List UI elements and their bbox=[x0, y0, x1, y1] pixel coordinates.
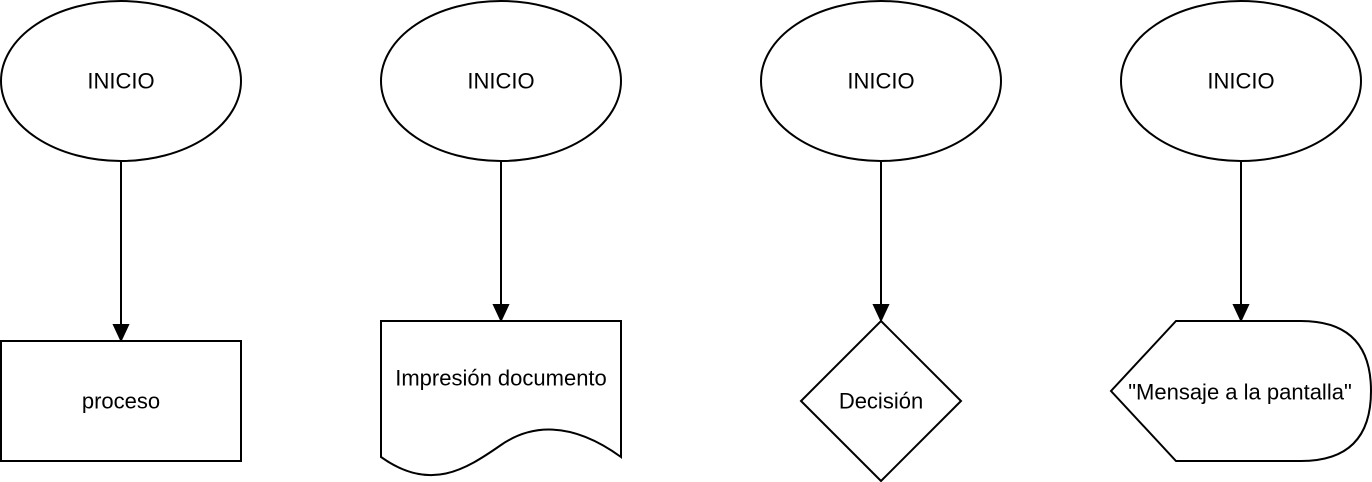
process-node[interactable]: proceso bbox=[0, 340, 242, 462]
arrowhead-3 bbox=[872, 304, 890, 323]
edge-start1-to-process bbox=[112, 161, 130, 343]
edge-start2-to-document bbox=[492, 161, 510, 323]
start-label-1: INICIO bbox=[87, 69, 154, 94]
document-node[interactable]: Impresión documento bbox=[380, 320, 622, 477]
start-node-3[interactable]: INICIO bbox=[760, 0, 1002, 162]
decision-node[interactable]: Decisión bbox=[799, 319, 963, 482]
start-node-2[interactable]: INICIO bbox=[380, 0, 622, 162]
decision-diamond bbox=[799, 319, 963, 482]
start-label-4: INICIO bbox=[1207, 69, 1274, 94]
decision-label: Decisión bbox=[839, 389, 923, 414]
start-label-2: INICIO bbox=[467, 69, 534, 94]
arrowhead-2 bbox=[492, 304, 510, 323]
edge-start3-to-decision bbox=[872, 161, 890, 323]
display-node[interactable]: "Mensaje a la pantalla" bbox=[1109, 320, 1372, 462]
document-shape bbox=[380, 320, 622, 477]
document-label: Impresión documento bbox=[395, 366, 607, 391]
start-node-4[interactable]: INICIO bbox=[1120, 0, 1362, 162]
display-shape bbox=[1109, 320, 1372, 462]
start-node-1[interactable]: INICIO bbox=[0, 0, 242, 162]
display-label: "Mensaje a la pantalla" bbox=[1128, 380, 1352, 405]
arrowhead-1 bbox=[112, 324, 130, 343]
start-label-3: INICIO bbox=[847, 69, 914, 94]
process-rectangle bbox=[0, 340, 242, 462]
process-label: proceso bbox=[82, 389, 160, 414]
arrowhead-4 bbox=[1232, 304, 1250, 323]
edge-start4-to-display bbox=[1232, 161, 1250, 323]
